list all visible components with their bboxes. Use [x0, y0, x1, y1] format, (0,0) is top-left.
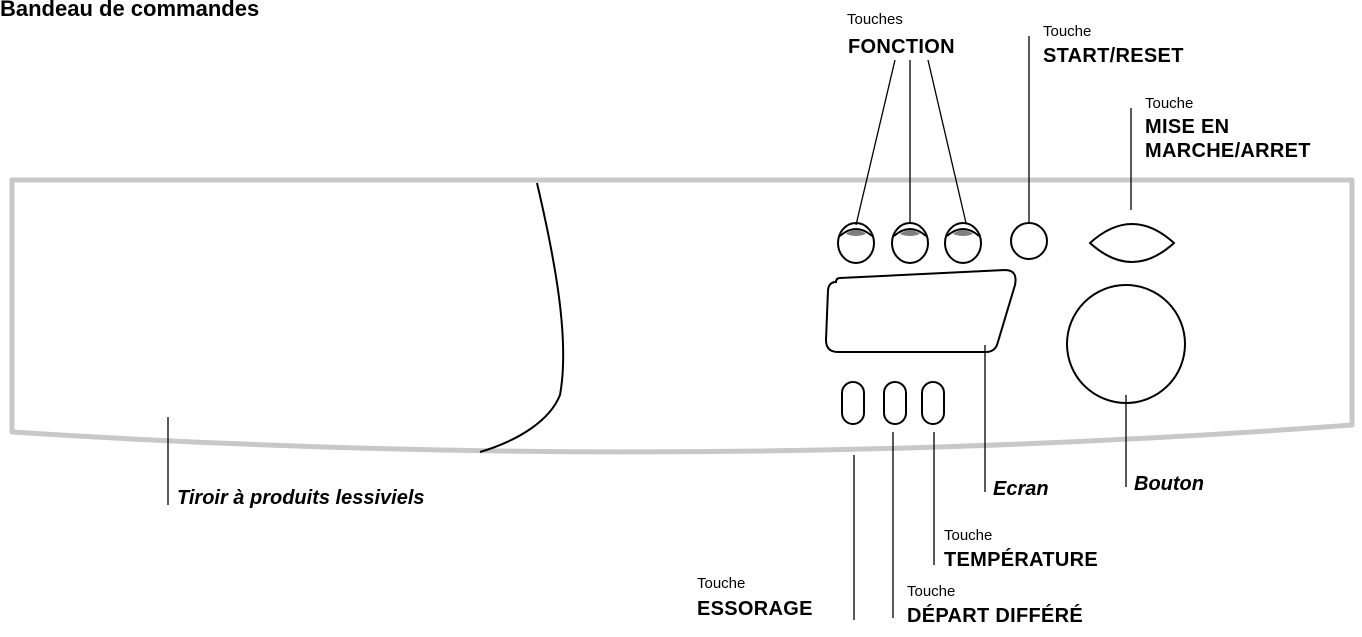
- leader-fonction-3: [927, 59, 967, 224]
- fonction-label-small: Touches: [847, 11, 903, 28]
- delay-button: [883, 381, 907, 425]
- essorage-label: ESSORAGE: [697, 598, 813, 620]
- tiroir-label: Tiroir à produits lessiviels: [177, 487, 425, 509]
- leader-fonction-1: [855, 59, 896, 226]
- display-screen: [824, 268, 1017, 353]
- on-off-label-line1: MISE EN: [1145, 116, 1230, 138]
- fonction-label: FONCTION: [848, 36, 955, 58]
- program-knob: [1066, 284, 1186, 404]
- panel-outline: [9, 177, 1355, 455]
- drawer-curve: [479, 182, 565, 453]
- start-reset-label-small: Touche: [1043, 23, 1092, 40]
- on-off-label-line2: MARCHE/ARRET: [1145, 140, 1311, 162]
- on-off-button: [1088, 223, 1176, 263]
- on-off-label-small: Touche: [1145, 95, 1194, 112]
- spin-button: [841, 381, 865, 425]
- bouton-label: Bouton: [1134, 473, 1204, 495]
- essorage-label-small: Touche: [697, 575, 746, 592]
- function-button-2: [891, 222, 929, 264]
- depart-differe-label: DÉPART DIFFÉRÉ: [907, 605, 1084, 627]
- start-reset-button: [1010, 222, 1048, 260]
- start-reset-label: START/RESET: [1043, 45, 1184, 67]
- ecran-label: Ecran: [993, 478, 1049, 500]
- function-button-3: [944, 222, 982, 264]
- temperature-label-small: Touche: [944, 527, 993, 544]
- temperature-button: [921, 381, 945, 425]
- diagram-title: Bandeau de commandes: [0, 0, 260, 21]
- temperature-label: TEMPÉRATURE: [944, 549, 1099, 571]
- depart-differe-label-small: Touche: [907, 583, 956, 600]
- function-button-1: [837, 222, 875, 264]
